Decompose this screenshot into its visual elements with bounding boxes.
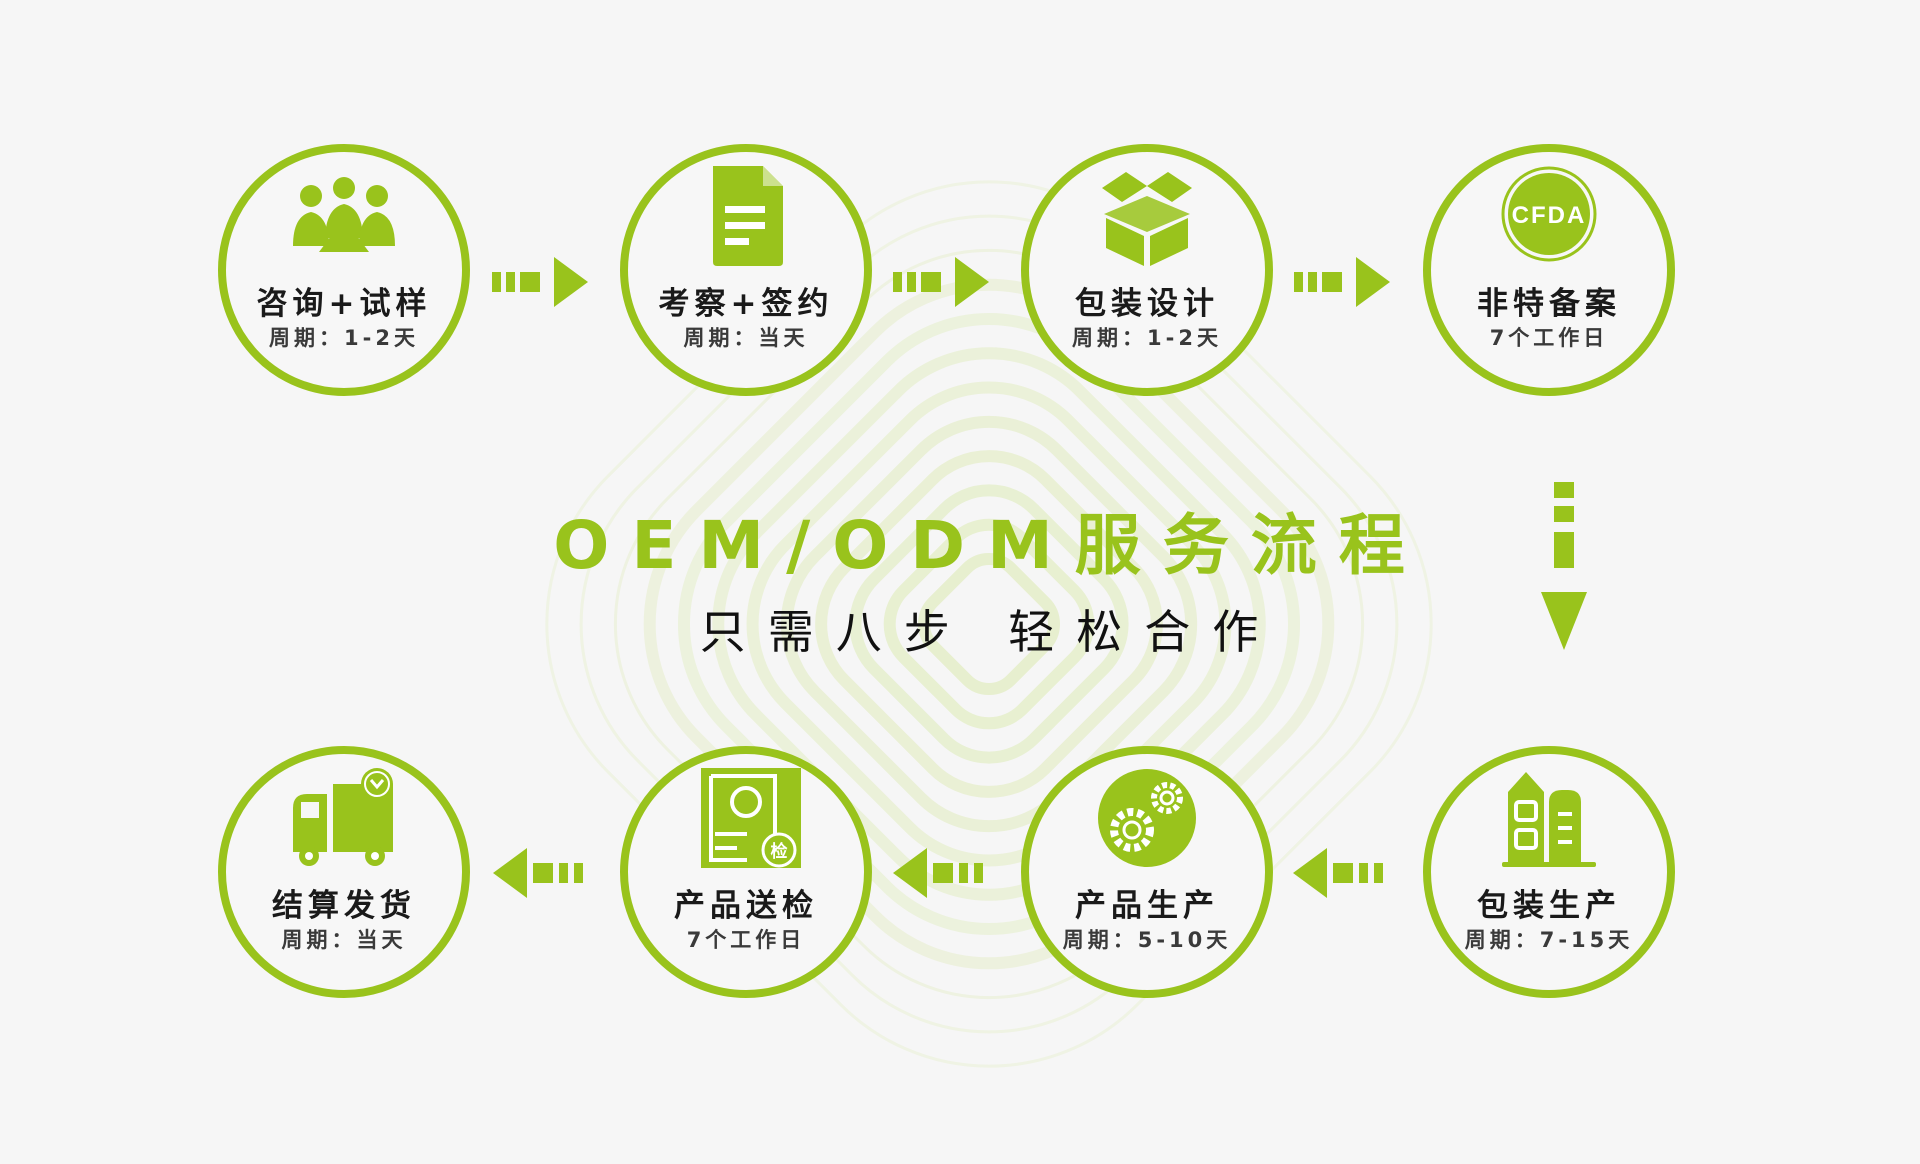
arrow-left-icon — [1293, 848, 1383, 898]
step-period: 周期：当天 — [281, 928, 407, 952]
background-ring — [917, 552, 1061, 696]
background-ring — [780, 415, 1198, 833]
step-title: 产品生产 — [1075, 888, 1219, 924]
arrow-right-icon — [893, 257, 989, 307]
inspection-report-icon: 检 — [701, 768, 801, 868]
arrow-down-icon — [1541, 482, 1587, 650]
step-title: 考察+签约 — [658, 286, 834, 322]
step-period: 周期：当天 — [683, 326, 809, 350]
step-product-inspection: 检 产品送检 7个工作日 — [620, 746, 872, 998]
step-cfda-filing: CFDA 非特备案 7个工作日 — [1423, 144, 1675, 396]
delivery-truck-icon — [293, 768, 393, 866]
background-ring — [849, 484, 1129, 764]
step-package-design: 包装设计 周期：1-2天 — [1021, 144, 1273, 396]
step-period: 周期：1-2天 — [1072, 326, 1222, 350]
page-title: OEM/ODM服务流程 — [553, 507, 1427, 584]
step-package-production: 包装生产 周期：7-15天 — [1423, 746, 1675, 998]
cfda-label: CFDA — [1512, 202, 1587, 229]
step-title: 非特备案 — [1477, 286, 1621, 322]
step-consult-sample: 咨询+试样 周期：1-2天 — [218, 144, 470, 396]
step-inspect-sign: 考察+签约 周期：当天 — [620, 144, 872, 396]
meeting-people-icon — [293, 177, 395, 252]
step-title: 包装设计 — [1075, 286, 1219, 322]
background-ring — [883, 518, 1095, 730]
step-period: 7个工作日 — [1489, 326, 1609, 350]
inspection-badge-label: 检 — [771, 841, 788, 862]
step-product-production: 产品生产 周期：5-10天 — [1021, 746, 1273, 998]
step-title: 产品送检 — [674, 888, 818, 924]
factory-building-icon — [1502, 772, 1596, 867]
open-box-icon — [1102, 172, 1192, 266]
document-icon — [713, 166, 783, 266]
step-title: 咨询+试样 — [256, 286, 432, 322]
arrow-left-icon — [493, 848, 583, 898]
step-period: 周期：7-15天 — [1464, 928, 1634, 952]
step-period: 7个工作日 — [686, 928, 806, 952]
page-subtitle: 只需八步 轻松合作 — [699, 605, 1281, 659]
arrow-right-icon — [492, 257, 588, 307]
arrow-left-icon — [893, 848, 983, 898]
arrow-right-icon — [1294, 257, 1390, 307]
step-title: 包装生产 — [1477, 888, 1621, 924]
step-period: 周期：5-10天 — [1062, 928, 1232, 952]
step-period: 周期：1-2天 — [269, 326, 419, 350]
step-title: 结算发货 — [272, 888, 416, 924]
gears-icon — [1098, 769, 1196, 867]
background-ring — [815, 450, 1163, 798]
step-settle-ship: 结算发货 周期：当天 — [218, 746, 470, 998]
cfda-badge-icon: CFDA — [1501, 166, 1597, 262]
